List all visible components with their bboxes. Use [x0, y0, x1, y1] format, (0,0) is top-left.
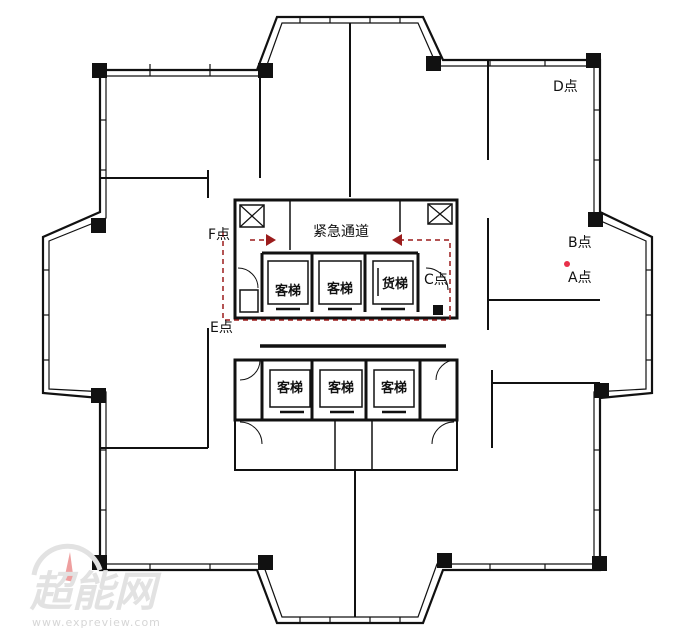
watermark-gauge-icon: [31, 543, 103, 576]
point-b-label: B点: [568, 235, 592, 251]
point-d-label: D点: [553, 79, 578, 95]
watermark-url: www.expreview.com: [32, 616, 161, 629]
passenger-elevator-label-2: 客梯: [327, 281, 353, 297]
partitions: [100, 23, 600, 617]
escape-route: [222, 232, 451, 321]
watermark-needle-icon: [64, 552, 74, 582]
columns: [91, 53, 609, 571]
passenger-elevator-label-1: 客梯: [275, 283, 301, 299]
point-e-label: E点: [210, 320, 233, 336]
route-arrows: [266, 234, 402, 246]
freight-elevator-label: 货梯: [382, 276, 408, 292]
measurement-marker: [564, 261, 570, 267]
core-lower: [233, 358, 459, 471]
outer-wall: [41, 15, 654, 625]
watermark-logo: 超能网: [29, 567, 162, 616]
passenger-elevator-label-4: 客梯: [328, 380, 354, 396]
emergency-passage-label: 紧急通道: [313, 224, 369, 240]
watermark: 超能网 www.expreview.com: [29, 543, 162, 629]
window-mullions: [43, 17, 652, 623]
point-c-label: C点: [424, 272, 448, 288]
point-a-label: A点: [568, 270, 592, 286]
passenger-elevator-label-3: 客梯: [277, 380, 303, 396]
core-upper: [233, 198, 459, 320]
passenger-elevator-label-5: 客梯: [381, 380, 407, 396]
point-f-label: F点: [208, 227, 230, 243]
